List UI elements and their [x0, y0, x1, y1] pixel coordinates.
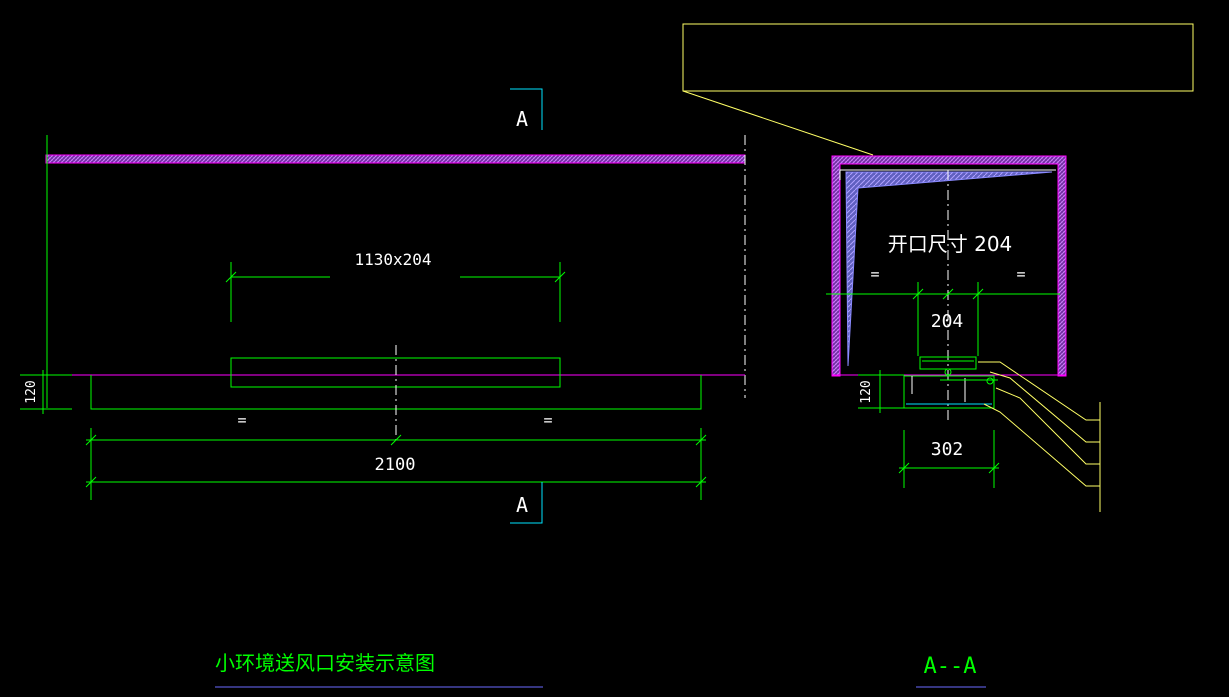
- callout-box: [682, 23, 1194, 92]
- diffuser-detail: [903, 356, 998, 409]
- callout-leader: [682, 90, 874, 156]
- dim-section-outer-label: 302: [931, 439, 964, 460]
- dim-section-inner: 204: [826, 282, 1060, 356]
- plan-view: 1130x204 2100 = = 120 A: [20, 88, 746, 688]
- dim-section-height-label: 120: [859, 380, 874, 403]
- section-marker-bottom-label: A: [516, 493, 528, 517]
- dim-overall-label: 2100: [375, 455, 416, 475]
- dim-opening: 1130x204: [225, 250, 566, 322]
- section-marker-bottom: A: [510, 482, 543, 524]
- dim-plan-height: 120: [20, 370, 72, 414]
- plan-title: 小环境送风口安装示意图: [215, 651, 435, 675]
- section-equal-right: =: [1016, 265, 1025, 283]
- dim-section-outer: 302: [898, 430, 1000, 488]
- dim-section-height: 120: [858, 370, 904, 413]
- duct-inner-liner: [839, 169, 1056, 180]
- section-marker-top-label: A: [516, 107, 528, 131]
- section-opening-label: 开口尺寸 204: [888, 232, 1013, 256]
- dim-overall: 2100 = =: [85, 411, 707, 500]
- section-view: 开口尺寸 204 = = 204: [682, 23, 1194, 688]
- section-equal-left: =: [870, 265, 879, 283]
- dim-section-inner-label: 204: [931, 311, 964, 332]
- plan-equal-left: =: [237, 411, 246, 429]
- duct-wall-hatch: [831, 155, 1067, 377]
- dim-plan-height-label: 120: [24, 380, 39, 403]
- plan-equal-right: =: [543, 411, 552, 429]
- plan-top-wall-hatch: [45, 154, 746, 164]
- leader-lines: [978, 361, 1101, 512]
- section-marker-top: A: [510, 88, 543, 131]
- dim-opening-label: 1130x204: [354, 250, 431, 269]
- insulation-wedge: [845, 171, 1053, 367]
- section-title: A--A: [924, 654, 977, 679]
